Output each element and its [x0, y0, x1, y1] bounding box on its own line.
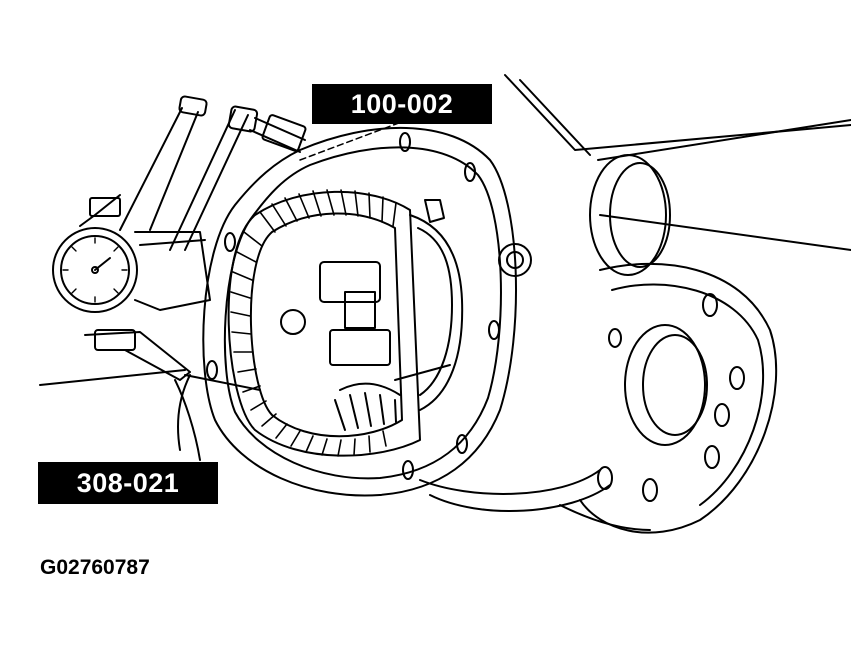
- figure-id: G02760787: [40, 556, 150, 579]
- tool-support-rods: [120, 96, 306, 250]
- axle-flange: [580, 264, 776, 533]
- housing-lower: [420, 244, 650, 530]
- tool-callout-308-021: 308-021: [38, 462, 218, 504]
- axle-tube: [505, 75, 851, 275]
- ring-gear: [229, 190, 420, 456]
- differential-case: [281, 200, 462, 430]
- centerline: [300, 115, 420, 160]
- tool-callout-100-002: 100-002: [312, 84, 492, 124]
